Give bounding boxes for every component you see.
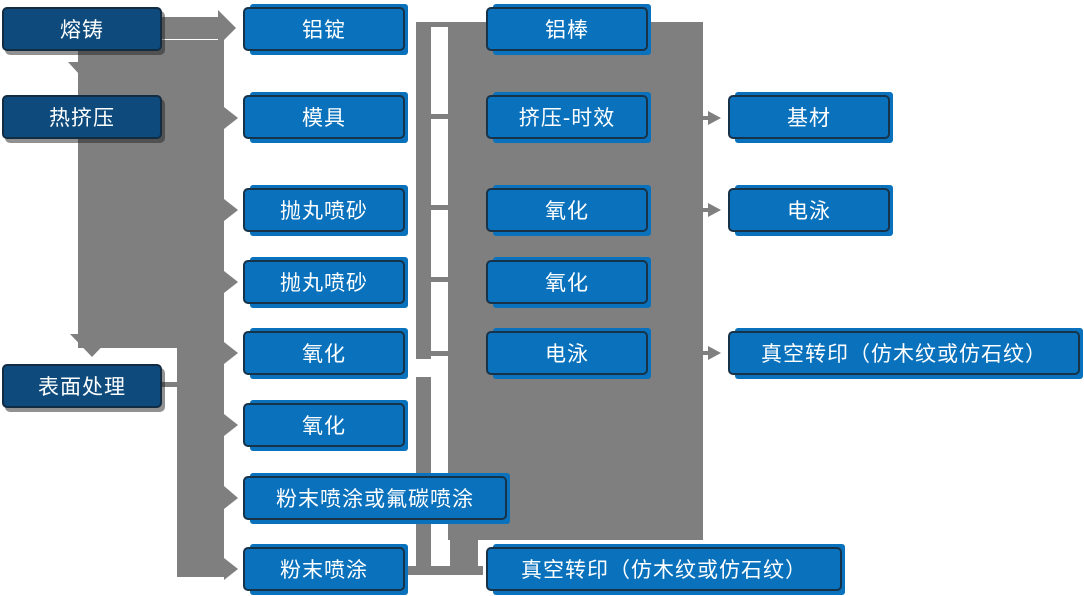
node-label-oxidation-a: 氧化 — [302, 342, 346, 366]
node-label-oxidation-d: 氧化 — [545, 271, 589, 295]
node-label-melt-casting: 熔铸 — [60, 18, 104, 42]
arrowhead-to-oxidation-row6 — [224, 414, 238, 436]
node-shot-blasting-1: 抛丸喷砂 — [243, 188, 405, 232]
arrowhead-to-aluminum-ingot — [218, 10, 236, 46]
node-vacuum-transfer-a: 真空转印（仿木纹或仿石纹） — [486, 547, 842, 591]
node-powder-coating: 粉末喷涂 — [243, 547, 405, 591]
node-label-shot-blasting-2: 抛丸喷砂 — [280, 271, 368, 295]
arrowhead-to-powder-coating — [224, 558, 238, 580]
block-bottom-strip — [450, 527, 478, 573]
node-label-hot-extrusion: 热挤压 — [49, 106, 115, 130]
node-label-vacuum-transfer-b: 真空转印（仿木纹或仿石纹） — [761, 342, 1047, 366]
node-label-mold: 模具 — [302, 106, 346, 130]
bottom-connector-bar — [407, 566, 483, 575]
node-label-powder-or-fluorocarbon-coating: 粉末喷涂或氟碳喷涂 — [276, 487, 474, 511]
arrowhead-down-to-surface-treatment — [70, 334, 114, 357]
node-hot-extrusion: 热挤压 — [2, 95, 162, 139]
node-aluminum-ingot: 铝锭 — [243, 7, 405, 51]
node-electrophoresis-a: 电泳 — [486, 331, 648, 375]
arrowhead-to-mold — [224, 107, 238, 129]
node-label-powder-coating: 粉末喷涂 — [280, 558, 368, 582]
left-lower-band — [177, 345, 224, 577]
col4-line-base-material — [700, 116, 710, 120]
node-label-aluminum-ingot: 铝锭 — [302, 18, 346, 42]
arrow-shaft-melt-to-ingot — [162, 17, 222, 39]
arrowhead-to-shot-blasting-2 — [224, 271, 238, 293]
arrowhead-to-vacuum-transfer-col4 — [708, 346, 721, 360]
node-oxidation-d: 氧化 — [486, 260, 648, 304]
node-surface-treatment: 表面处理 — [2, 364, 162, 408]
node-label-extrusion-aging: 挤压-时效 — [518, 106, 616, 130]
mid-bridge-row1 — [430, 22, 449, 27]
node-label-electrophoresis-b: 电泳 — [787, 199, 831, 223]
surface-treatment-stub — [162, 382, 178, 387]
node-label-oxidation-b: 氧化 — [302, 414, 346, 438]
node-label-electrophoresis-a: 电泳 — [545, 342, 589, 366]
node-vacuum-transfer-b: 真空转印（仿木纹或仿石纹） — [728, 331, 1080, 375]
arrowhead-to-electrophoresis-col4 — [708, 203, 721, 217]
arrowhead-to-powder-fluorocarbon — [224, 486, 238, 509]
node-base-material: 基材 — [728, 95, 890, 139]
mid-upper-band — [416, 22, 431, 359]
node-aluminum-rod: 铝棒 — [486, 7, 648, 51]
mid-bridge-row4 — [430, 277, 449, 282]
node-melt-casting: 熔铸 — [2, 7, 162, 51]
mid-bridge-row5 — [430, 351, 449, 356]
arrowhead-to-shot-blasting-1 — [224, 199, 238, 221]
arrowhead-to-oxidation-row5 — [224, 342, 238, 364]
node-label-aluminum-rod: 铝棒 — [545, 18, 589, 42]
node-label-shot-blasting-1: 抛丸喷砂 — [280, 199, 368, 223]
node-label-base-material: 基材 — [787, 106, 831, 130]
node-oxidation-a: 氧化 — [243, 331, 405, 375]
node-label-vacuum-transfer-a: 真空转印（仿木纹或仿石纹） — [521, 558, 807, 582]
left-main-band — [78, 40, 224, 348]
node-electrophoresis-b: 电泳 — [728, 188, 890, 232]
col4-line-vacuum-transfer — [700, 351, 710, 355]
node-label-oxidation-c: 氧化 — [545, 199, 589, 223]
node-mold: 模具 — [243, 95, 405, 139]
node-shot-blasting-2: 抛丸喷砂 — [243, 260, 405, 304]
arrowhead-to-base-material — [708, 111, 721, 125]
node-extrusion-aging: 挤压-时效 — [486, 95, 648, 139]
mid-bridge-row3 — [430, 205, 449, 210]
node-label-surface-treatment: 表面处理 — [38, 375, 126, 399]
arrowhead-down-to-hot-extrusion — [68, 62, 112, 86]
mid-bridge-row2 — [430, 114, 449, 119]
node-powder-or-fluorocarbon-coating: 粉末喷涂或氟碳喷涂 — [243, 476, 507, 520]
col4-line-electrophoresis — [700, 208, 710, 212]
node-oxidation-b: 氧化 — [243, 403, 405, 447]
node-oxidation-c: 氧化 — [486, 188, 648, 232]
